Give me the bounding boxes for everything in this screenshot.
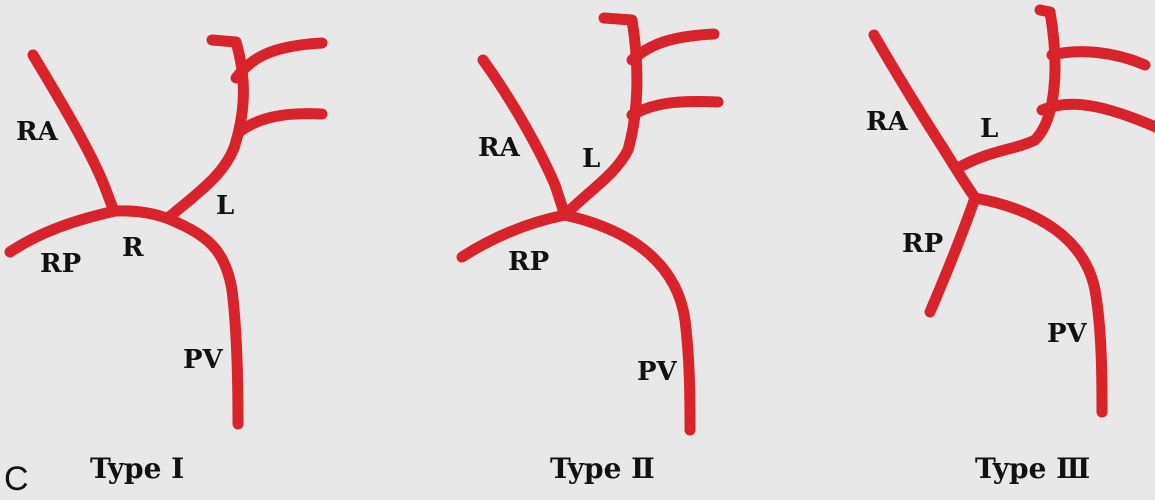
type-1-label-l: L: [216, 191, 234, 221]
type-2-right-posterior-branch: [456, 209, 571, 263]
type-3-label-pv: PV: [1047, 319, 1088, 349]
type-1-label-ra: RA: [16, 117, 59, 147]
type-1-right-posterior-branch: [4, 205, 121, 258]
type-2-portal-vein: [559, 209, 696, 436]
type-3-left-portal-branch: [952, 4, 1061, 174]
type-3-label-rp: RP: [902, 229, 943, 259]
type-3-label-ra: RA: [866, 107, 909, 137]
type-1-label-r: R: [122, 233, 144, 263]
type-1-left-upper-twig: [230, 37, 328, 84]
type-2-label-l: L: [582, 144, 600, 174]
type-2-diagram: RA L RP PV Type Ⅱ: [456, 12, 724, 485]
type-1-portal-vein: [172, 217, 244, 430]
type-2-label-ra: RA: [478, 133, 521, 163]
type-3-right-posterior-branch: [924, 192, 981, 318]
type-1-vessels: [4, 34, 328, 430]
type-2-vessels: [456, 12, 724, 436]
type-3-label-l: L: [980, 114, 998, 144]
type-2-left-portal-branch: [559, 12, 643, 221]
type-1-right-anterior-branch: [27, 49, 121, 217]
type-3-left-lower-twig: [1036, 98, 1155, 133]
type-1-label-pv: PV: [183, 345, 224, 375]
type-1-title: Type Ⅰ: [90, 452, 184, 485]
type-2-label-pv: PV: [637, 357, 678, 387]
type-1-diagram: RA RP R L PV Type Ⅰ: [4, 34, 328, 485]
type-3-vessels: [868, 4, 1155, 418]
type-1-left-lower-twig: [233, 108, 328, 138]
type-2-right-anterior-branch: [477, 54, 571, 221]
type-3-title: Type Ⅲ: [975, 452, 1090, 485]
type-3-portal-vein: [969, 192, 1108, 418]
panel-letter: C: [4, 460, 29, 498]
type-2-left-lower-twig: [626, 96, 724, 121]
type-2-label-rp: RP: [508, 247, 549, 277]
type-3-diagram: RA L RP PV Type Ⅲ: [866, 4, 1155, 485]
type-2-title: Type Ⅱ: [550, 452, 655, 485]
type-2-left-upper-twig: [626, 28, 720, 66]
type-3-right-anterior-branch: [868, 29, 981, 204]
type-1-label-rp: RP: [40, 249, 81, 279]
type-3-left-upper-twig: [1046, 46, 1151, 71]
